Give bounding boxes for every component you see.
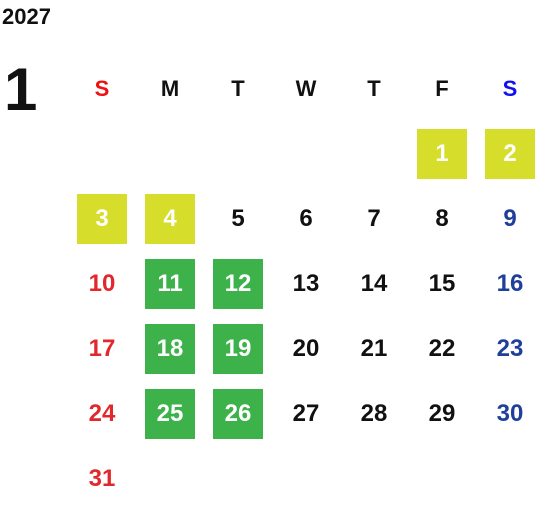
calendar-day-12: 12 — [204, 251, 272, 316]
calendar-day-24: 24 — [68, 381, 136, 446]
calendar-empty-cell — [136, 121, 204, 186]
calendar-empty-cell — [272, 446, 340, 511]
calendar-day-7: 7 — [340, 186, 408, 251]
calendar-empty-cell — [68, 121, 136, 186]
calendar-day-3: 3 — [68, 186, 136, 251]
calendar-day-13: 13 — [272, 251, 340, 316]
calendar-empty-cell — [408, 446, 476, 511]
calendar-day-23: 23 — [476, 316, 544, 381]
calendar-day-30: 30 — [476, 381, 544, 446]
weekday-header-sunday: S — [94, 75, 110, 101]
day-number: 17 — [88, 334, 116, 362]
day-number: 11 — [145, 258, 195, 309]
calendar-day-16: 16 — [476, 251, 544, 316]
day-number: 25 — [145, 388, 195, 439]
day-number: 4 — [145, 193, 195, 244]
day-number: 3 — [77, 193, 127, 244]
weekday-header-thursday: T — [367, 75, 381, 101]
calendar-day-15: 15 — [408, 251, 476, 316]
calendar-day-27: 27 — [272, 381, 340, 446]
day-number: 22 — [428, 334, 456, 362]
day-number: 26 — [213, 388, 263, 439]
calendar-day-2: 2 — [476, 121, 544, 186]
day-number: 19 — [213, 323, 263, 374]
day-number: 16 — [496, 269, 524, 297]
day-number: 20 — [292, 334, 320, 362]
calendar-day-17: 17 — [68, 316, 136, 381]
day-number: 13 — [292, 269, 320, 297]
day-number: 14 — [360, 269, 388, 297]
calendar-day-18: 18 — [136, 316, 204, 381]
calendar-day-25: 25 — [136, 381, 204, 446]
calendar-day-8: 8 — [408, 186, 476, 251]
day-number: 21 — [360, 334, 388, 362]
calendar-empty-cell — [272, 121, 340, 186]
calendar-day-26: 26 — [204, 381, 272, 446]
weekday-header-wednesday: W — [295, 75, 317, 101]
calendar-month: 1 — [4, 56, 38, 123]
calendar-day-4: 4 — [136, 186, 204, 251]
day-number: 15 — [428, 269, 456, 297]
calendar-day-5: 5 — [204, 186, 272, 251]
day-number: 28 — [360, 399, 388, 427]
calendar-day-1: 1 — [408, 121, 476, 186]
weekday-header-saturday: S — [502, 75, 518, 101]
day-number: 30 — [496, 399, 524, 427]
day-number: 1 — [417, 128, 467, 179]
day-number: 29 — [428, 399, 456, 427]
calendar-day-31: 31 — [68, 446, 136, 511]
calendar-day-22: 22 — [408, 316, 476, 381]
calendar-empty-cell — [476, 446, 544, 511]
calendar-day-9: 9 — [476, 186, 544, 251]
calendar-empty-cell — [136, 446, 204, 511]
day-number: 31 — [88, 464, 116, 492]
calendar-year: 2027 — [2, 4, 51, 29]
calendar-day-11: 11 — [136, 251, 204, 316]
calendar-day-28: 28 — [340, 381, 408, 446]
calendar-day-21: 21 — [340, 316, 408, 381]
day-number: 12 — [213, 258, 263, 309]
day-number: 27 — [292, 399, 320, 427]
day-number: 2 — [485, 128, 535, 179]
day-number: 8 — [435, 204, 449, 232]
day-number: 10 — [88, 269, 116, 297]
day-number: 23 — [496, 334, 524, 362]
weekday-header-tuesday: T — [231, 75, 245, 101]
day-number: 5 — [231, 204, 245, 232]
weekday-header-friday: F — [435, 75, 449, 101]
calendar-day-6: 6 — [272, 186, 340, 251]
calendar-day-14: 14 — [340, 251, 408, 316]
calendar-day-10: 10 — [68, 251, 136, 316]
calendar-empty-cell — [340, 446, 408, 511]
calendar-empty-cell — [204, 446, 272, 511]
weekday-header-monday: M — [160, 75, 180, 101]
day-number: 9 — [503, 204, 517, 232]
calendar-day-20: 20 — [272, 316, 340, 381]
day-number: 7 — [367, 204, 381, 232]
day-number: 24 — [88, 399, 116, 427]
day-number: 6 — [299, 204, 313, 232]
day-number: 18 — [145, 323, 195, 374]
calendar-empty-cell — [204, 121, 272, 186]
calendar-day-29: 29 — [408, 381, 476, 446]
calendar-empty-cell — [340, 121, 408, 186]
calendar-day-19: 19 — [204, 316, 272, 381]
